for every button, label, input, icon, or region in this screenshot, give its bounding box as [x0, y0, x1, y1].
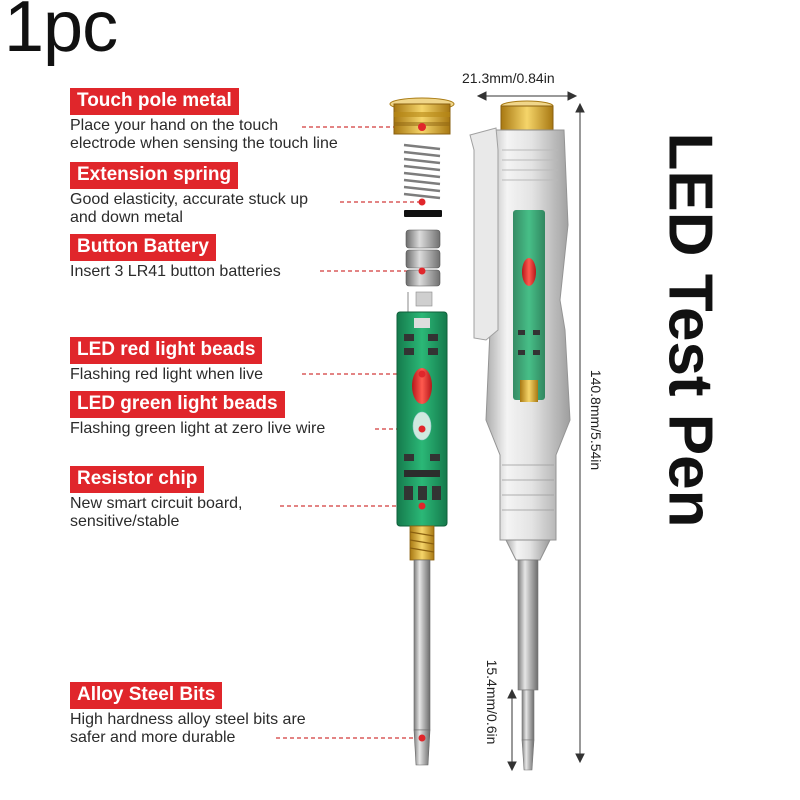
button-batteries: [405, 229, 441, 287]
callout-label: LED red light beads: [70, 337, 263, 364]
callout-led-red: LED red light beads Flashing red light w…: [70, 337, 263, 384]
quantity-label: 1pc: [4, 0, 118, 67]
alloy-steel-bit: [413, 559, 431, 766]
callout-button-battery: Button Battery Insert 3 LR41 button batt…: [70, 234, 281, 281]
callout-led-green: LED green light beads Flashing green lig…: [70, 391, 325, 438]
callout-label: Resistor chip: [70, 466, 205, 493]
callout-description: Flashing green light at zero live wire: [70, 420, 326, 437]
callout-description: New smart circuit board, sensitive/stabl…: [70, 495, 243, 530]
callout-resistor-chip: Resistor chip New smart circuit board, s…: [70, 466, 243, 531]
extension-spring: [403, 143, 441, 200]
callout-extension-spring: Extension spring Good elasticity, accura…: [70, 162, 308, 227]
callout-description: Good elasticity, accurate stuck up and d…: [70, 191, 309, 226]
dimension-lines: [476, 91, 585, 772]
brass-screw: [409, 525, 435, 561]
exploded-parts: [389, 97, 455, 766]
callout-label: Extension spring: [70, 162, 239, 189]
callout-label: Touch pole metal: [70, 88, 239, 115]
callout-alloy-steel-bits: Alloy Steel Bits High hardness alloy ste…: [70, 682, 306, 747]
callout-label: Button Battery: [70, 234, 216, 261]
callout-touch-pole: Touch pole metal Place your hand on the …: [70, 88, 338, 153]
assembled-pen: [469, 100, 571, 771]
callout-label: LED green light beads: [70, 391, 285, 418]
callout-label: Alloy Steel Bits: [70, 682, 223, 709]
callout-description: High hardness alloy steel bits are safer…: [70, 711, 306, 746]
circuit-board: [396, 311, 448, 527]
callout-description: Flashing red light when live: [70, 366, 263, 383]
callout-description: Insert 3 LR41 button batteries: [70, 263, 281, 280]
touch-pole-cap: [389, 97, 455, 135]
callout-description: Place your hand on the touch electrode w…: [70, 117, 338, 152]
dimension-width: 21.3mm/0.84in: [462, 70, 555, 86]
